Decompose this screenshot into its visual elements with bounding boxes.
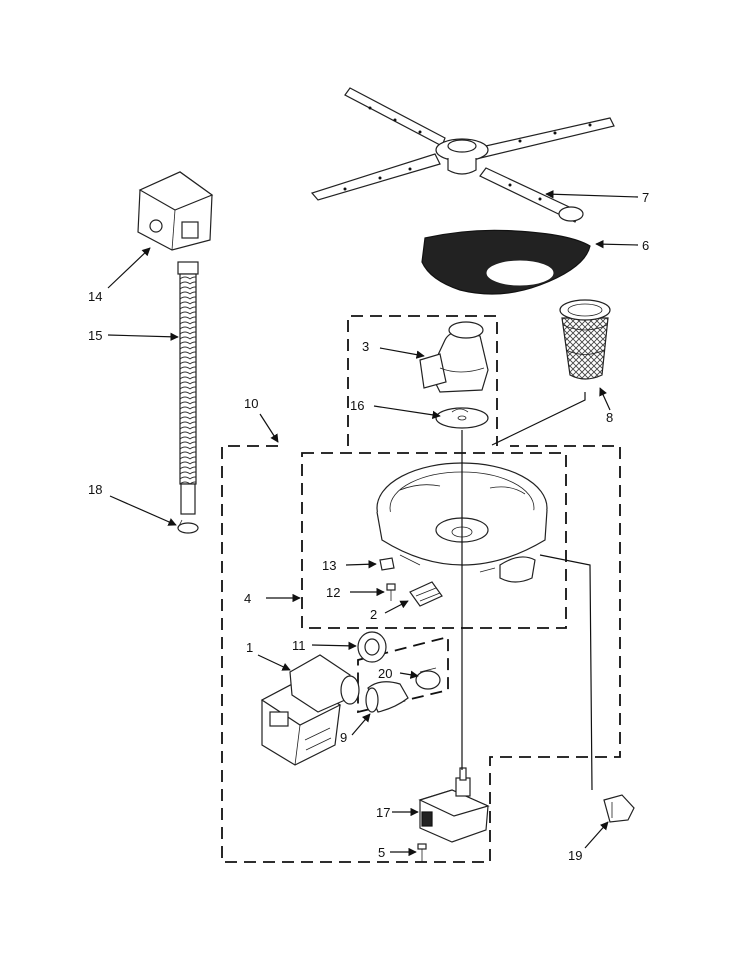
sensor-19 [603,794,635,823]
connector-lines [461,392,593,791]
screw-12 [386,583,396,601]
outline-group-10 [221,445,621,863]
pump-motor [260,654,360,766]
callout-1: 1 [246,640,253,655]
spray-arm [310,87,615,223]
hose-clamp-20 [415,667,441,690]
pump-seal [357,631,387,663]
callout-20: 20 [378,666,392,681]
callout-6: 6 [642,238,649,253]
sensor-2 [409,581,443,607]
outline-group-4 [301,452,567,629]
callout-8: 8 [606,410,613,425]
callout-4: 4 [244,591,251,606]
screw-5 [417,843,427,862]
o-ring-seal [435,407,489,429]
callout-12: 12 [326,585,340,600]
callout-leaders [107,190,639,857]
callout-18: 18 [88,482,102,497]
outline-group-3 [347,315,498,446]
callout-7: 7 [642,190,649,205]
callout-14: 14 [88,289,102,304]
clip-13 [379,557,395,571]
callout-13: 13 [322,558,336,573]
callout-3: 3 [362,339,369,354]
callout-16: 16 [350,398,364,413]
callout-11: 11 [292,638,306,653]
spray-shield [421,229,591,295]
chopper-housing-14 [137,171,214,251]
diverter-housing [419,321,489,393]
corrugated-hose-15 [177,261,199,515]
hose-clamp-18 [177,519,199,534]
callout-17: 17 [376,805,390,820]
callout-2: 2 [370,607,377,622]
callout-15: 15 [88,328,102,343]
mesh-filter [559,299,611,380]
callout-labels: 7 6 8 3 16 10 4 13 12 2 11 1 20 9 17 5 1… [88,190,649,863]
callout-10: 10 [244,396,258,411]
callout-5: 5 [378,845,385,860]
drain-pump-17 [418,767,490,843]
callout-19: 19 [568,848,582,863]
elbow-hose-9 [365,681,409,713]
callout-9: 9 [340,730,347,745]
